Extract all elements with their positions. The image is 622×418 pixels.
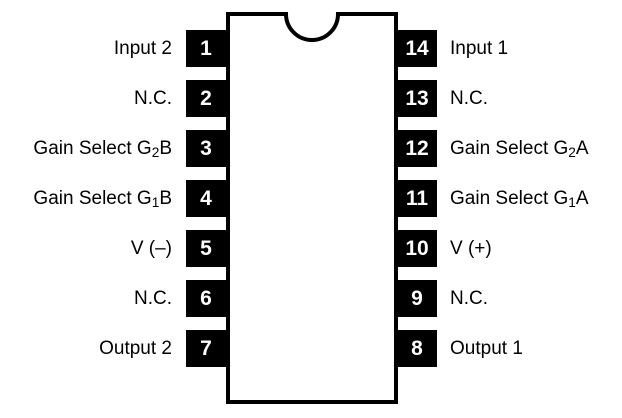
pin-7: 7 xyxy=(186,330,226,367)
pin-number: 11 xyxy=(405,187,429,210)
pin-number: 10 xyxy=(405,237,429,260)
pin-label-1: Input 2 xyxy=(114,30,172,67)
pin-4: 4 xyxy=(186,180,226,217)
pin-number: 3 xyxy=(200,137,212,160)
pin-label-13: N.C. xyxy=(450,80,488,117)
pin-label-6: N.C. xyxy=(134,280,172,317)
pin-9: 9 xyxy=(397,280,437,317)
chip-notch-icon xyxy=(280,12,344,44)
chip-top-edge-left xyxy=(226,12,280,16)
pin-3: 3 xyxy=(186,130,226,167)
pin-12: 12 xyxy=(397,130,437,167)
pin-label-8: Output 1 xyxy=(450,330,523,367)
pin-label-text: N.C. xyxy=(450,287,488,309)
pin-label-text: V (–) xyxy=(130,237,172,259)
pin-5: 5 xyxy=(186,230,226,267)
pin-number: 2 xyxy=(200,87,212,110)
pin-1: 1 xyxy=(186,30,226,67)
pin-label-text: Gain Select G xyxy=(33,187,152,209)
pin-label-subscript: 2 xyxy=(568,144,576,160)
pin-number: 7 xyxy=(200,337,212,360)
pin-number: 6 xyxy=(200,287,212,310)
pin-label-text: N.C. xyxy=(450,87,488,109)
pin-label-subscript: 2 xyxy=(151,144,160,160)
pin-number: 1 xyxy=(200,37,212,60)
pin-number: 12 xyxy=(405,137,429,160)
pin-14: 14 xyxy=(397,30,437,67)
pin-number: 9 xyxy=(411,287,423,310)
pin-2: 2 xyxy=(186,80,226,117)
pin-8: 8 xyxy=(397,330,437,367)
pin-label-5: V (–) xyxy=(131,230,172,267)
pin-label-text: V (+) xyxy=(450,237,492,259)
pin-label-text: Output 1 xyxy=(450,337,523,359)
pin-label-subscript: 1 xyxy=(568,194,576,210)
pin-label-10: V (+) xyxy=(450,230,492,267)
pin-13: 13 xyxy=(397,80,437,117)
pin-label-text: N.C. xyxy=(134,287,172,309)
pin-number: 5 xyxy=(200,237,212,260)
chip-top-edge-right xyxy=(344,12,398,16)
pin-label-text: Gain Select G xyxy=(450,137,569,159)
pin-11: 11 xyxy=(397,180,437,217)
pin-label-text: Gain Select G xyxy=(450,187,569,209)
pin-label-text: Output 2 xyxy=(99,337,172,359)
pin-label-2: N.C. xyxy=(134,80,172,117)
pin-label-14: Input 1 xyxy=(450,30,508,67)
pin-label-9: N.C. xyxy=(450,280,488,317)
chip-body-outline xyxy=(226,12,398,404)
pin-label-subscript: 1 xyxy=(151,194,160,210)
pin-number: 13 xyxy=(405,87,429,110)
pin-6: 6 xyxy=(186,280,226,317)
pin-label-text: Input 1 xyxy=(450,37,509,59)
pin-10: 10 xyxy=(397,230,437,267)
pin-number: 8 xyxy=(411,337,423,360)
pin-label-text: Gain Select G xyxy=(33,137,152,159)
pin-number: 14 xyxy=(405,37,429,60)
pin-number: 4 xyxy=(200,187,212,210)
pin-label-suffix: A xyxy=(575,137,589,159)
pin-label-text: N.C. xyxy=(134,87,172,109)
pin-label-suffix: A xyxy=(575,187,589,209)
pin-label-suffix: B xyxy=(159,187,172,209)
pin-label-text: Input 2 xyxy=(113,37,172,59)
pin-label-suffix: B xyxy=(159,137,172,159)
pin-label-7: Output 2 xyxy=(99,330,172,367)
